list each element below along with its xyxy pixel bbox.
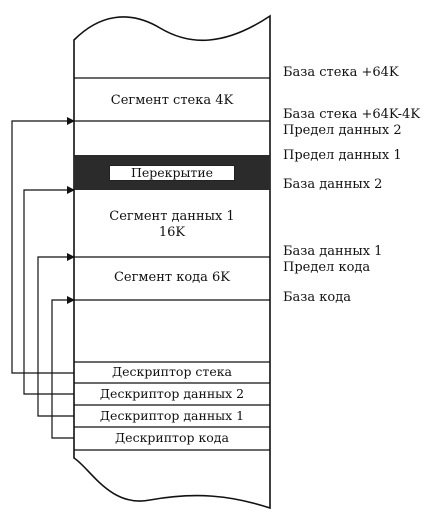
data2-descriptor-connector <box>23 186 75 395</box>
data1-segment-label-line2: 16K <box>158 225 186 240</box>
stack-segment-label: Сегмент стека 4K <box>110 93 234 108</box>
data2-descriptor-label: Дескриптор данных 2 <box>99 386 245 401</box>
stack-descriptor-connector <box>11 117 75 374</box>
data2-limit-label: Предел данных 2 <box>283 123 402 138</box>
data1-base-label: База данных 1 <box>283 244 383 259</box>
code-descriptor-label: Дескриптор кода <box>115 430 229 445</box>
overlap-label: Перекрытие <box>109 165 235 181</box>
stack-base-top-label: База стека +64K <box>283 65 399 80</box>
stack-descriptor-label: Дескриптор стека <box>111 364 233 379</box>
code-descriptor-connector <box>51 296 75 439</box>
data1-descriptor-label: Дескриптор данных 1 <box>99 408 245 423</box>
data1-segment-label-line1: Сегмент данных 1 <box>109 209 235 224</box>
data1-descriptor-connector <box>37 253 75 417</box>
memory-column-outline <box>73 14 271 510</box>
code-base-label: База кода <box>283 290 351 305</box>
data1-limit-label: Предел данных 1 <box>283 148 402 163</box>
data2-base-label: База данных 2 <box>283 177 383 192</box>
code-limit-label: Предел кода <box>283 260 371 275</box>
stack-base-limit-label: База стека +64K-4K <box>283 107 421 122</box>
code-segment-label: Сегмент кода 6K <box>113 270 231 285</box>
